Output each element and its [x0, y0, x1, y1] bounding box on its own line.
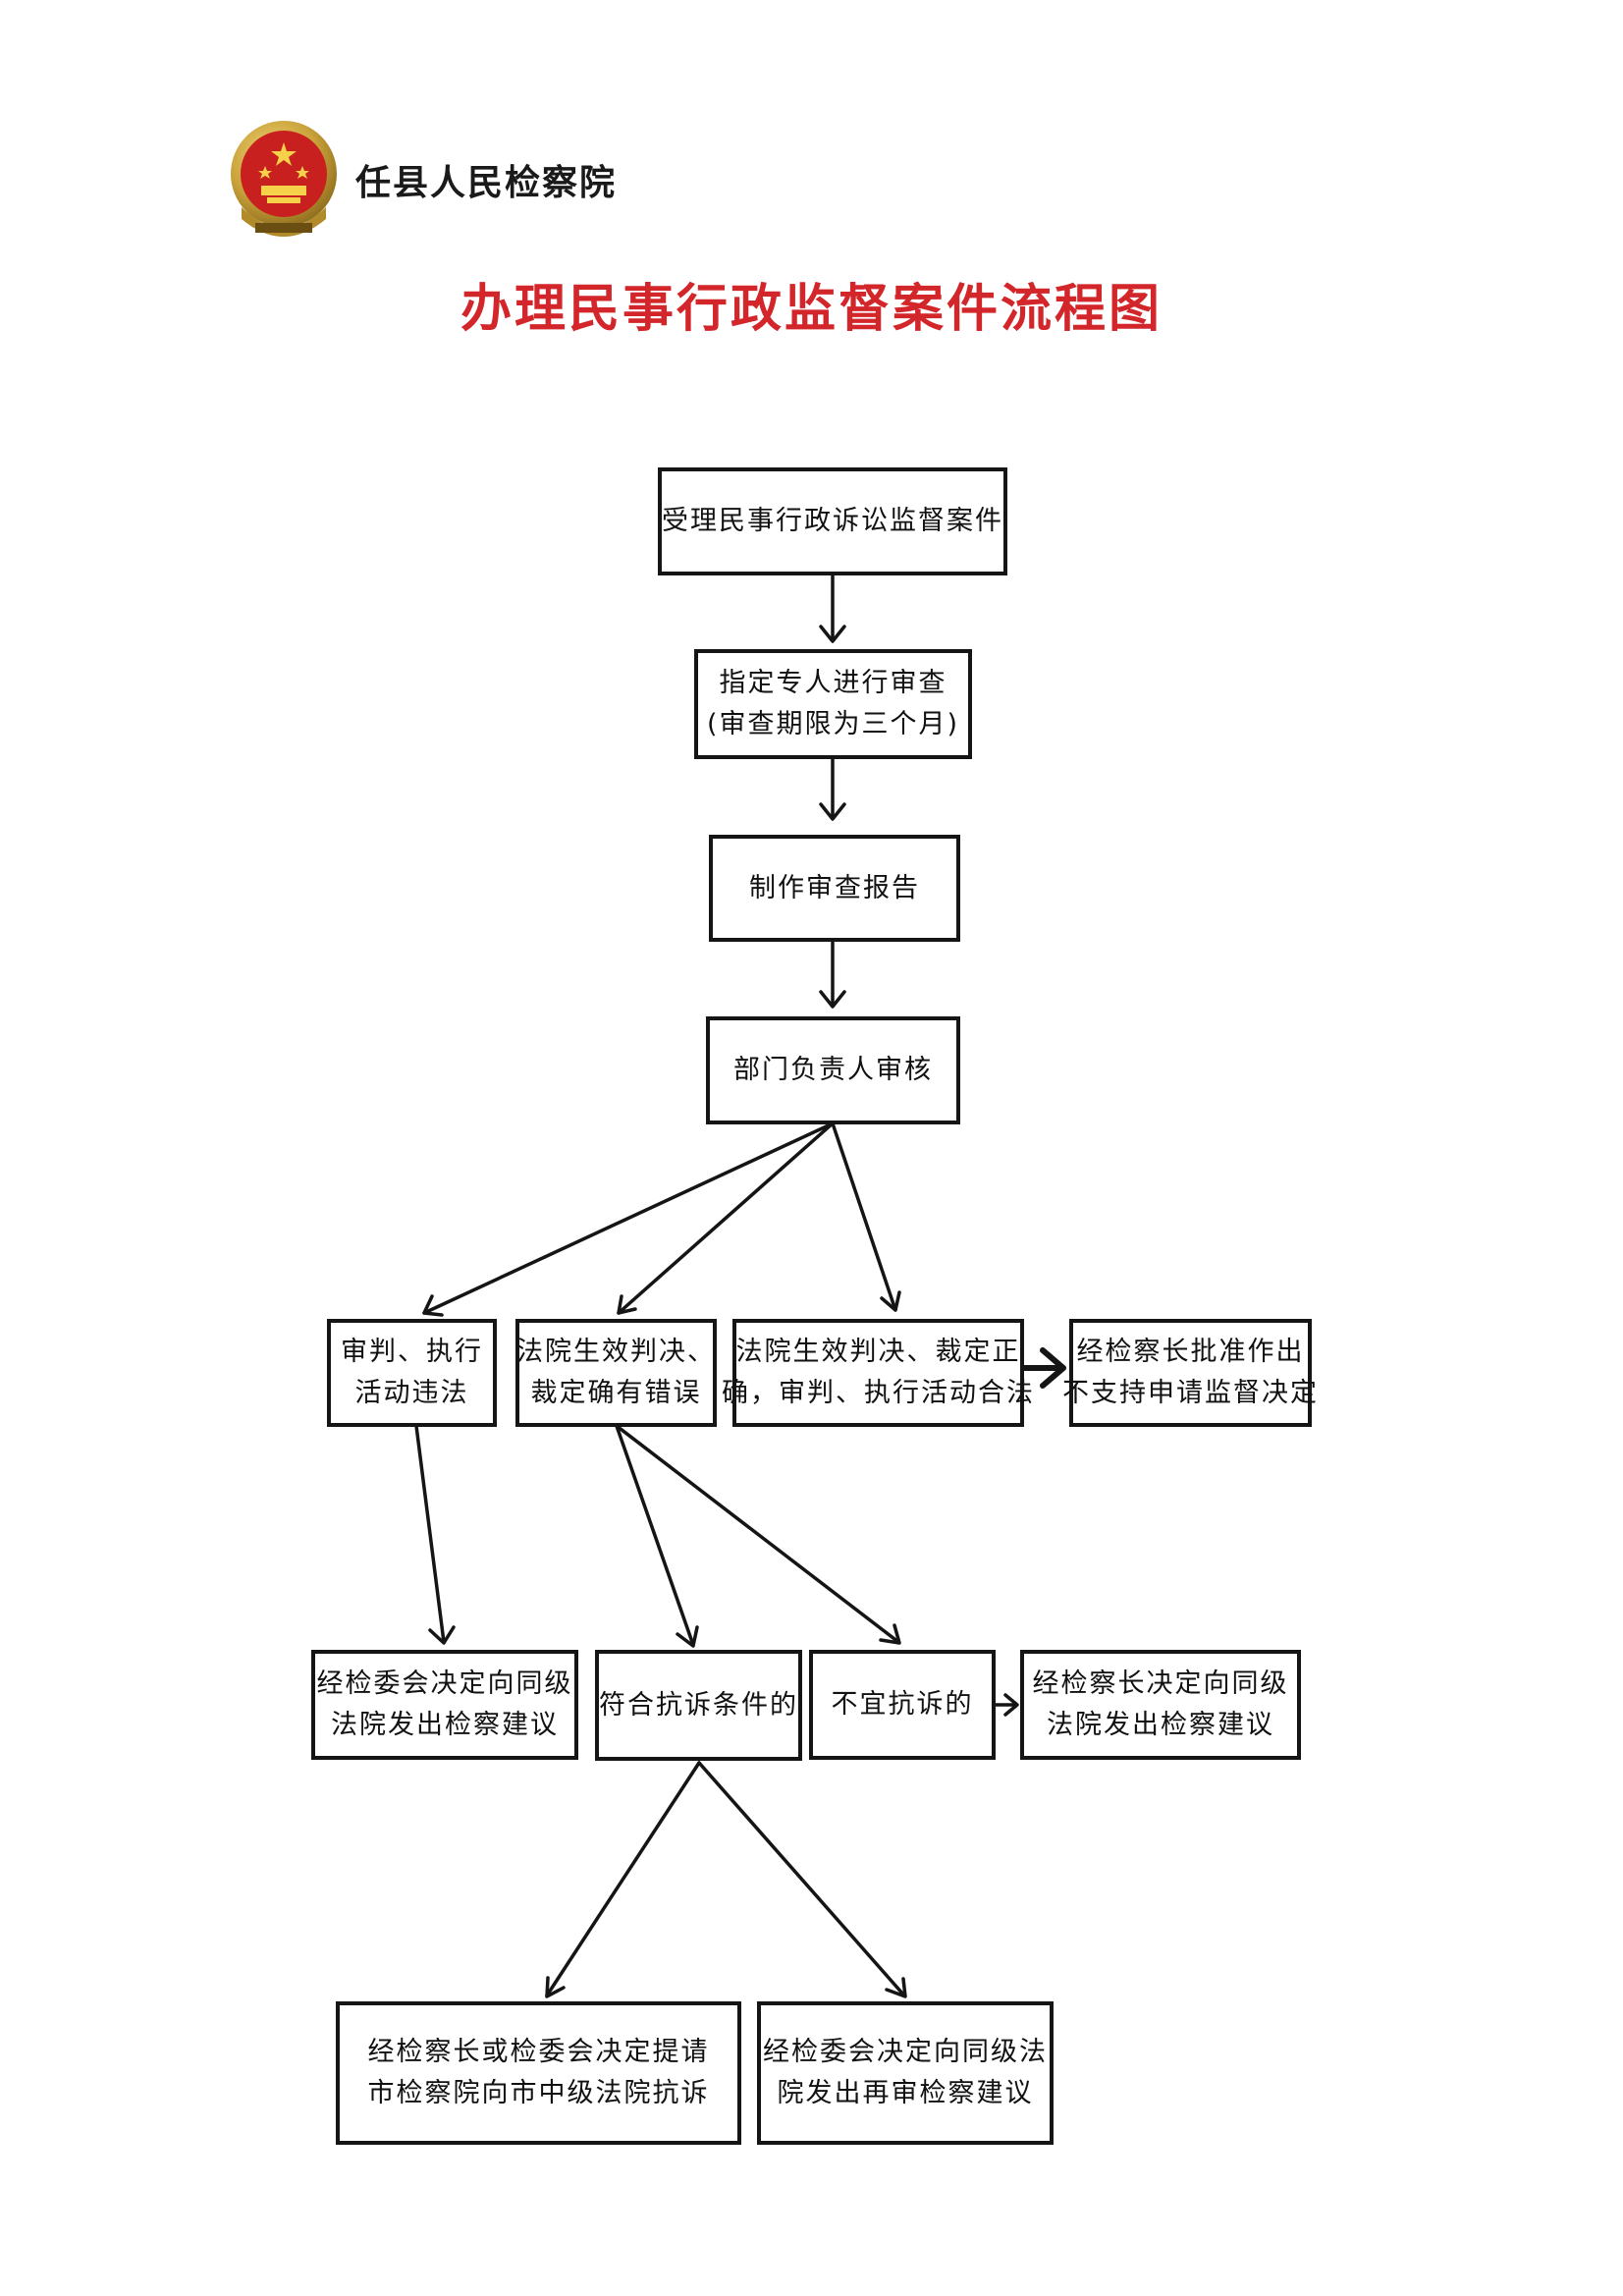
branch-activity-illegal: 审判、执行 活动违法	[327, 1319, 497, 1427]
branch-judgment-correct: 法院生效判决、裁定正 确，审判、执行活动合法	[722, 1319, 1033, 1427]
step-review-report: 制作审查报告	[709, 835, 960, 942]
chief-procurator-suggestion: 经检察长决定向同级 法院发出检察建议	[1020, 1650, 1301, 1760]
request-protest: 经检察长或检委会决定提请 市检察院向市中级法院抗诉	[336, 2001, 741, 2145]
not-suitable-for-protest: 不宜抗诉的	[809, 1650, 996, 1760]
arrow-step4-illegal	[422, 1121, 835, 1317]
step-assign-reviewer: 指定专人进行审查 (审查期限为三个月)	[694, 649, 972, 759]
arrow-meets-retrial	[697, 1761, 907, 1998]
arrow-step4-correct	[831, 1121, 901, 1312]
arrow-step2-step3	[819, 756, 846, 821]
step-accept-case: 受理民事行政诉讼监督案件	[658, 467, 1007, 575]
arrow-correct-not-support	[1020, 1347, 1066, 1389]
arrow-step3-step4	[819, 939, 846, 1009]
arrow-step1-step2	[819, 573, 846, 643]
arrow-illegal-suggestion	[414, 1424, 456, 1645]
arrow-error-notsuitable	[615, 1424, 901, 1645]
step-department-head-review: 部门负责人审核	[706, 1016, 960, 1124]
arrow-error-meets	[615, 1424, 699, 1648]
page-title: 办理民事行政监督案件流程图	[460, 280, 1163, 339]
arrow-step4-error	[617, 1121, 835, 1315]
outcome-procuratorial-suggestion: 经检委会决定向同级 法院发出检察建议	[311, 1650, 578, 1760]
procuratorate-emblem-icon	[228, 117, 340, 243]
arrow-notsuitable-chief	[993, 1693, 1019, 1717]
decision-not-support: 经检察长批准作出 不支持申请监督决定	[1062, 1319, 1317, 1427]
header: 任县人民检察院	[228, 116, 617, 244]
arrow-meets-request	[545, 1761, 701, 1998]
org-name: 任县人民检察院	[355, 162, 618, 203]
branch-judgment-error: 法院生效判决、 裁定确有错误	[515, 1319, 717, 1427]
retrial-procuratorial-suggestion: 经检委会决定向同级法 院发出再审检察建议	[757, 2001, 1054, 2145]
meets-protest-conditions: 符合抗诉条件的	[595, 1650, 802, 1761]
